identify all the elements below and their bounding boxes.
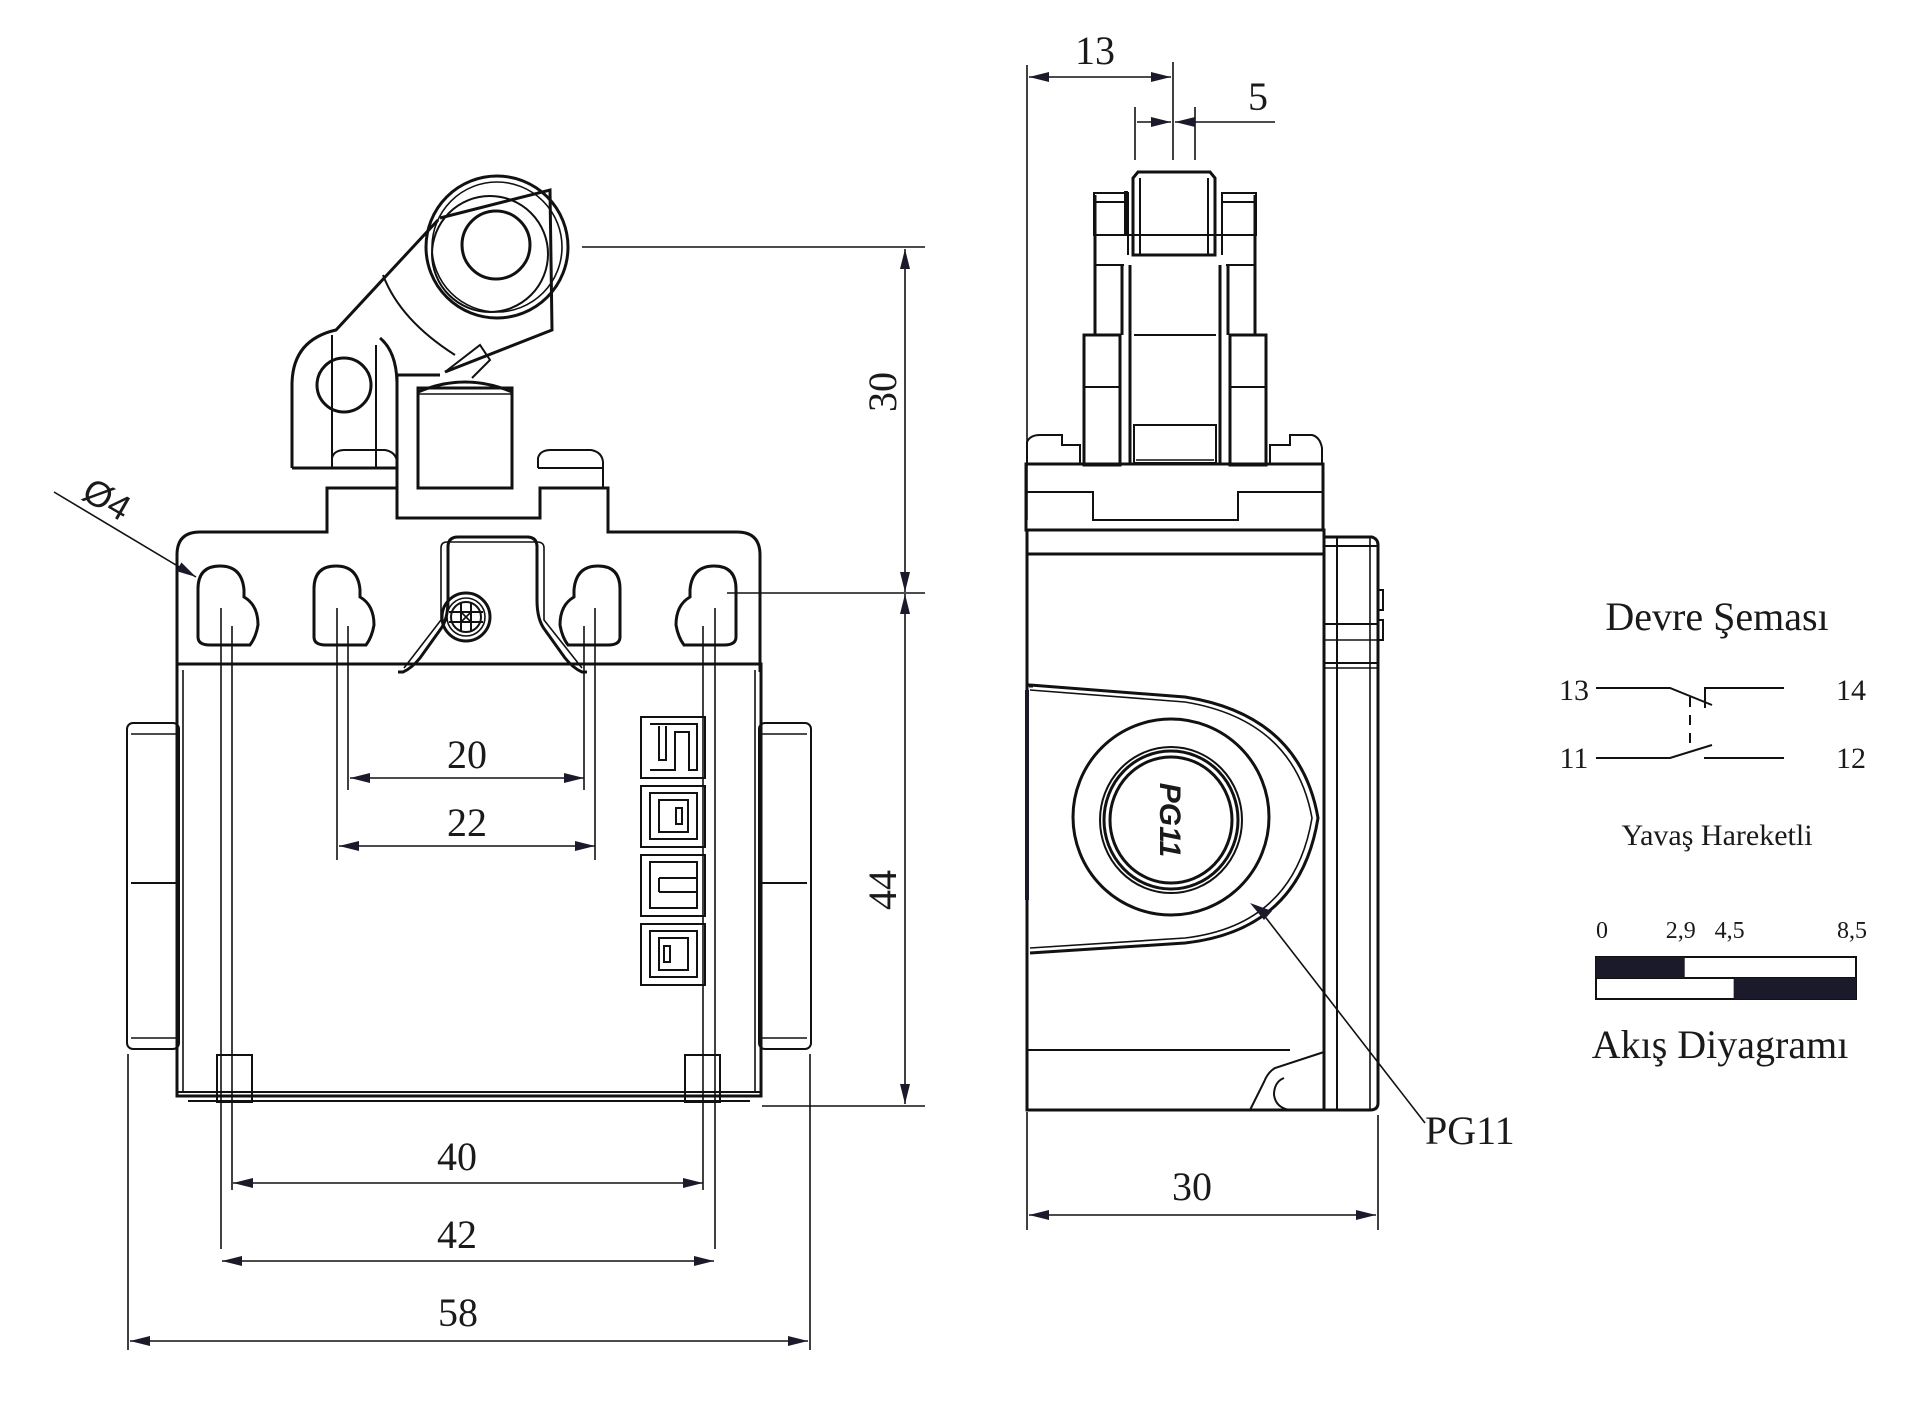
action-type-label: Yavaş Hareketli xyxy=(1621,819,1812,852)
dim-20: 20 xyxy=(447,732,487,777)
pg11-callout: PG11 xyxy=(1425,1108,1515,1153)
dim-58: 58 xyxy=(438,1290,478,1335)
dim-hole-diameter: Ø4 xyxy=(76,469,138,529)
right-side-boss xyxy=(758,722,812,1050)
circuit-title: Devre Şeması xyxy=(1605,594,1828,639)
dim-22: 22 xyxy=(447,800,487,845)
front-view xyxy=(126,174,812,1103)
mounting-hole-2 xyxy=(312,564,376,647)
roller-bracket xyxy=(1082,170,1268,467)
cable-gland-PG11: PG11 xyxy=(1071,717,1271,917)
terminal-14: 14 xyxy=(1836,674,1866,707)
circuit-diagram: Devre Şeması 13 14 11 12 xyxy=(1559,594,1866,775)
dim-44-vertical: 44 xyxy=(860,870,905,910)
side-dimensions: 13 5 30 PG11 xyxy=(1026,28,1515,1230)
mounting-hole-1 xyxy=(196,564,260,647)
smem-logo xyxy=(640,716,706,986)
flow-row-no-closed xyxy=(1733,978,1856,999)
terminal-13: 13 xyxy=(1559,674,1589,707)
dim-40: 40 xyxy=(437,1134,477,1179)
gland-marking: PG11 xyxy=(1153,783,1186,858)
flow-diagram: 0 2,9 4,5 8,5 Akış Diyagramı xyxy=(1592,918,1867,1067)
roller-side xyxy=(1131,170,1217,257)
flow-scale-label-2: 4,5 xyxy=(1715,918,1745,944)
plunger xyxy=(416,380,514,490)
roller-axle xyxy=(460,209,532,281)
roller-lever xyxy=(290,174,570,470)
dim-13: 13 xyxy=(1075,28,1115,73)
terminal-12: 12 xyxy=(1836,742,1866,775)
mounting-plate xyxy=(175,486,762,672)
mounting-hole-3 xyxy=(558,564,622,647)
switch-body xyxy=(175,662,763,1098)
roller-wheel xyxy=(424,174,570,320)
dim-42: 42 xyxy=(437,1212,477,1257)
flow-title: Akış Diyagramı xyxy=(1592,1022,1849,1067)
left-side-boss xyxy=(126,722,180,1050)
dim-5: 5 xyxy=(1248,74,1268,119)
mounting-hole-4 xyxy=(674,564,738,647)
dim-30-vertical: 30 xyxy=(860,372,905,412)
flow-scale-label-1: 2,9 xyxy=(1666,918,1696,944)
flow-scale-label-0: 0 xyxy=(1596,918,1608,944)
side-view: PG11 xyxy=(1024,170,1384,1112)
terminal-11: 11 xyxy=(1560,742,1589,775)
screw-icon xyxy=(440,591,492,643)
front-dimensions: 20 22 40 42 58 30 44 Ø4 xyxy=(53,246,925,1350)
flow-row-nc-closed xyxy=(1596,957,1685,978)
flow-scale-label-3: 8,5 xyxy=(1837,918,1867,944)
dim-30-depth: 30 xyxy=(1172,1164,1212,1209)
